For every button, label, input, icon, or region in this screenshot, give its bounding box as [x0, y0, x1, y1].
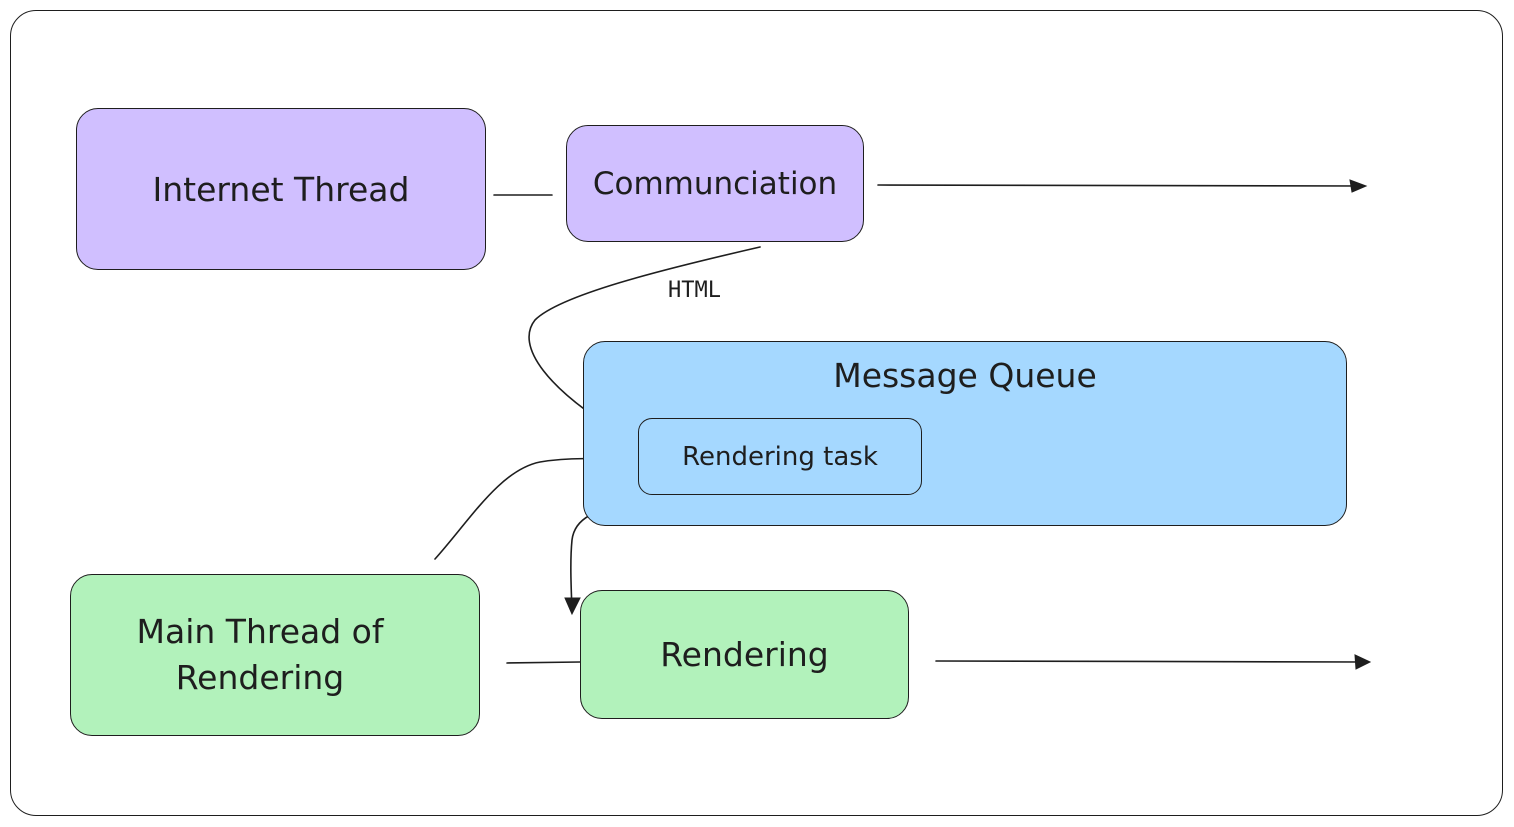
internet-thread-node: Internet Thread	[76, 108, 486, 270]
communication-label: Communciation	[592, 165, 838, 202]
message-queue-node: Message Queue	[583, 341, 1347, 526]
rendering-label: Rendering	[660, 635, 829, 674]
diagram-frame	[10, 10, 1503, 816]
rendering-task-label: Rendering task	[682, 441, 878, 472]
internet-thread-label: Internet Thread	[152, 169, 410, 209]
message-queue-label: Message Queue	[833, 356, 1097, 395]
rendering-task-node: Rendering task	[638, 418, 922, 495]
html-edge-label: HTML	[668, 278, 721, 303]
communication-node: Communciation	[566, 125, 864, 242]
rendering-node: Rendering	[580, 590, 909, 719]
main-thread-node: Main Thread of Rendering	[70, 574, 480, 736]
main-thread-label: Main Thread of Rendering	[136, 612, 384, 697]
